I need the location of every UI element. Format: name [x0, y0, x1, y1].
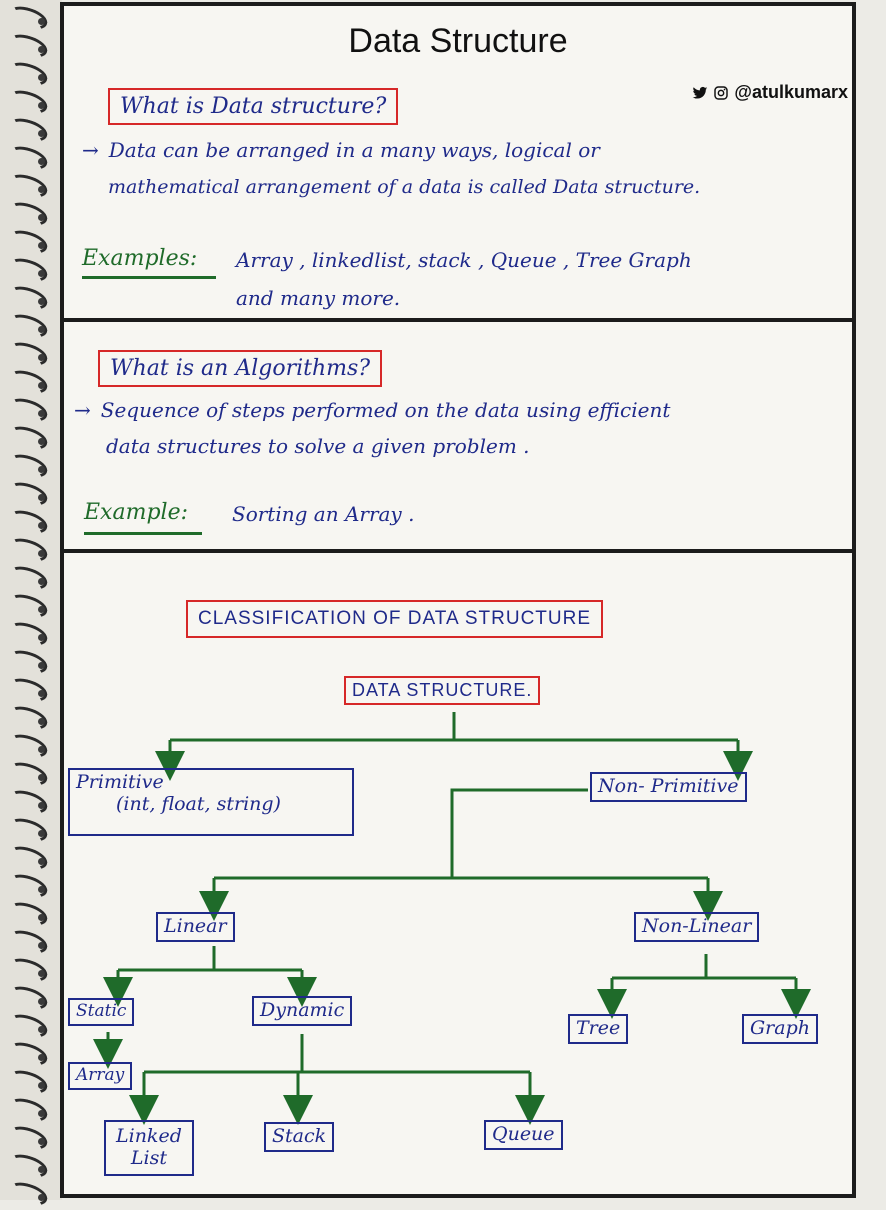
arrow-bullet-icon: →	[74, 398, 91, 422]
punch-hole	[38, 690, 45, 697]
punch-hole	[38, 942, 45, 949]
punch-hole	[38, 326, 45, 333]
punch-hole	[38, 830, 45, 837]
punch-hole	[38, 214, 45, 221]
punch-hole	[38, 270, 45, 277]
punch-hole	[38, 746, 45, 753]
node-primitive: Primitive (int, float, string)	[68, 768, 354, 836]
node-linked-list-line-2: List	[130, 1146, 167, 1169]
example-label: Example:	[84, 500, 188, 525]
punch-hole	[38, 1082, 45, 1089]
handle-text: @atulkumarx	[734, 82, 848, 102]
punch-hole	[38, 606, 45, 613]
node-static: Static	[68, 998, 135, 1026]
punch-hole	[38, 130, 45, 137]
twitter-icon	[693, 86, 708, 99]
node-tree: Tree	[568, 1014, 629, 1044]
connector-non-primitive	[450, 788, 588, 878]
node-linked-list-line-1: Linked	[116, 1125, 182, 1147]
punch-hole	[38, 1110, 45, 1117]
punch-hole	[38, 1138, 45, 1145]
punch-hole	[38, 74, 45, 81]
algo-definition-line-1: → Sequence of steps performed on the data…	[74, 398, 670, 422]
node-primitive-label: Primitive	[76, 771, 164, 793]
punch-hole	[38, 802, 45, 809]
punch-hole	[38, 970, 45, 977]
punch-hole	[38, 410, 45, 417]
punch-hole	[38, 634, 45, 641]
punch-hole	[38, 1054, 45, 1061]
node-dynamic: Dynamic	[252, 996, 353, 1026]
node-linked-list: Linked List	[104, 1120, 194, 1176]
punch-hole	[38, 522, 45, 529]
punch-hole	[38, 1166, 45, 1173]
spiral-binding	[0, 0, 62, 1210]
punch-hole	[38, 466, 45, 473]
punch-hole	[38, 186, 45, 193]
algo-definition-line-2: data structures to solve a given problem…	[106, 434, 530, 458]
algo-definition-text-1: Sequence of steps performed on the data …	[100, 398, 671, 422]
punch-hole	[38, 914, 45, 921]
punch-hole	[38, 1026, 45, 1033]
punch-hole	[38, 718, 45, 725]
punch-hole	[38, 382, 45, 389]
node-graph: Graph	[742, 1014, 818, 1044]
punch-hole	[38, 242, 45, 249]
punch-hole	[38, 494, 45, 501]
arrow-bullet-icon: →	[82, 138, 99, 162]
node-data-structure: DATA STRUCTURE.	[344, 676, 541, 705]
section-divider	[60, 549, 856, 553]
punch-hole	[38, 438, 45, 445]
punch-hole	[38, 578, 45, 585]
instagram-icon	[714, 85, 729, 100]
punch-hole	[38, 662, 45, 669]
social-handle: @atulkumarx	[692, 82, 848, 103]
node-stack: Stack	[264, 1122, 335, 1152]
punch-hole	[38, 46, 45, 53]
punch-hole	[38, 886, 45, 893]
section-divider	[60, 318, 856, 322]
page-title: Data Structure	[348, 22, 568, 60]
punch-hole	[38, 158, 45, 165]
question-algorithms: What is an Algorithms?	[98, 350, 383, 387]
definition-text-1: Data can be arranged in a many ways, log…	[108, 138, 600, 162]
punch-hole	[38, 858, 45, 865]
examples-label: Examples:	[82, 246, 198, 271]
node-primitive-types: (int, float, string)	[116, 792, 281, 815]
punch-hole	[38, 354, 45, 361]
punch-hole	[38, 298, 45, 305]
examples-underline	[82, 276, 216, 279]
node-array: Array	[68, 1062, 133, 1090]
node-non-primitive: Non- Primitive	[590, 772, 747, 802]
punch-hole	[38, 1194, 45, 1201]
definition-line-2: mathematical arrangement of a data is ca…	[108, 176, 701, 198]
punch-hole	[38, 550, 45, 557]
definition-line-1: → Data can be arranged in a many ways, lo…	[82, 138, 600, 162]
node-non-linear: Non-Linear	[634, 912, 760, 942]
example-underline	[84, 532, 202, 535]
punch-hole	[38, 998, 45, 1005]
punch-hole	[38, 18, 45, 25]
examples-line-2: and many more.	[236, 286, 401, 310]
classification-heading: CLASSIFICATION OF DATA STRUCTURE	[186, 600, 604, 638]
example-text: Sorting an Array .	[232, 502, 415, 526]
punch-hole	[38, 102, 45, 109]
examples-line-1: Array , linkedlist, stack , Queue , Tree…	[236, 248, 692, 272]
node-linear: Linear	[156, 912, 235, 942]
question-data-structure: What is Data structure?	[108, 88, 399, 125]
punch-hole	[38, 774, 45, 781]
node-queue: Queue	[484, 1120, 563, 1150]
